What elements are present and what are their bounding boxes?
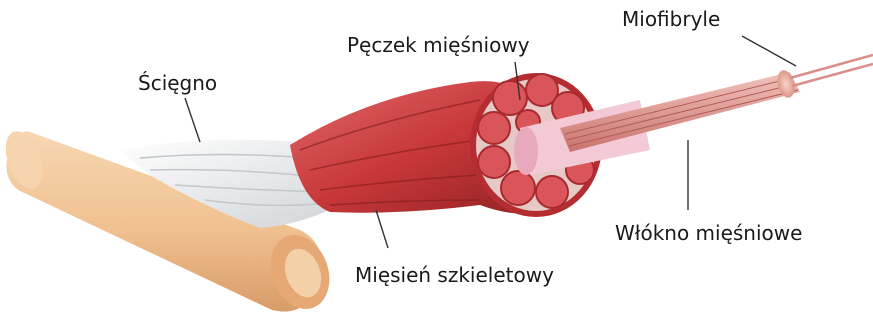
label-myofibrils: Miofibryle xyxy=(622,7,720,31)
leader-skeletal-muscle xyxy=(376,210,388,248)
myofibrils xyxy=(790,55,873,86)
label-skeletal-muscle: Mięsień szkieletowy xyxy=(355,263,554,287)
label-tendon: Ścięgno xyxy=(138,71,217,95)
leader-myofibrils xyxy=(742,36,796,66)
leader-tendon xyxy=(185,98,200,142)
label-fascicle: Pęczek mięśniowy xyxy=(347,33,530,57)
muscle-fiber xyxy=(560,68,800,152)
label-muscle-fiber: Włókno mięśniowe xyxy=(615,221,802,245)
